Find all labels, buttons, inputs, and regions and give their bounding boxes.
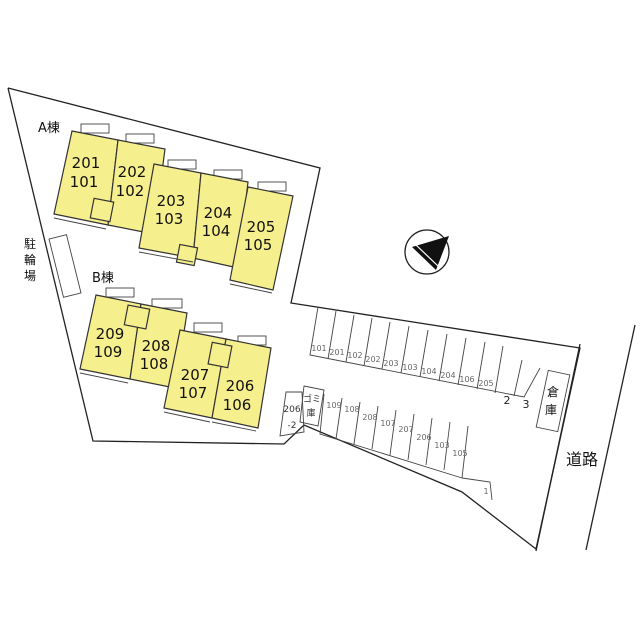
svg-text:209: 209: [96, 325, 125, 343]
svg-text:202: 202: [118, 163, 147, 181]
svg-text:201: 201: [72, 154, 101, 172]
svg-text:ゴミ: ゴミ: [303, 393, 321, 405]
building-a-label: A棟: [38, 121, 60, 136]
bicycle-parking-label-3: 場: [24, 269, 36, 283]
svg-text:102: 102: [347, 351, 362, 360]
svg-text:108: 108: [344, 405, 359, 414]
svg-text:104: 104: [202, 222, 231, 240]
svg-text:107: 107: [179, 384, 208, 402]
svg-text:206: 206: [416, 433, 431, 442]
svg-text:103: 103: [434, 441, 449, 450]
svg-text:107: 107: [380, 419, 395, 428]
svg-text:105: 105: [452, 449, 467, 458]
road-label: 道路: [566, 450, 598, 469]
svg-text:109: 109: [94, 343, 123, 361]
svg-text:104: 104: [421, 367, 436, 376]
svg-text:103: 103: [155, 210, 184, 228]
svg-text:103: 103: [402, 363, 417, 372]
parking-lower: 109 108 208 107 207 206 103 105: [319, 393, 469, 479]
bicycle-parking-label-2: 輪: [24, 252, 36, 267]
svg-text:203: 203: [157, 192, 186, 210]
parking-slot-1: 1: [461, 477, 493, 501]
svg-text:208: 208: [362, 413, 377, 422]
svg-text:庫: 庫: [306, 407, 315, 419]
unit-203-103: 203 103: [138, 163, 202, 259]
svg-text:205: 205: [478, 379, 493, 388]
svg-text:202: 202: [365, 355, 380, 364]
svg-text:101: 101: [311, 344, 326, 353]
unit-206-2: 206 -2: [279, 391, 305, 437]
storage-shed: 倉 庫: [535, 369, 571, 433]
north-arrow-icon: [404, 229, 450, 275]
road-edge-right: [585, 324, 636, 551]
svg-text:105: 105: [244, 236, 273, 254]
parking-upper: 101 201 102 202 203 103 104 204 106 205 …: [309, 306, 541, 411]
svg-text:106: 106: [459, 375, 474, 384]
svg-text:108: 108: [140, 355, 169, 373]
svg-text:206: 206: [283, 405, 300, 415]
road-edge-left: [535, 343, 581, 552]
bicycle-parking: [48, 234, 82, 298]
svg-text:203: 203: [383, 359, 398, 368]
svg-text:205: 205: [247, 218, 276, 236]
svg-text:207: 207: [181, 366, 210, 384]
building-a: 201 101 202 102 203 103 204 104 205 105: [53, 123, 294, 294]
svg-text:204: 204: [204, 204, 233, 222]
bicycle-parking-label-1: 駐: [24, 236, 36, 251]
svg-text:101: 101: [70, 173, 99, 191]
svg-text:3: 3: [523, 398, 530, 411]
svg-text:206: 206: [226, 377, 255, 395]
svg-text:207: 207: [398, 425, 413, 434]
svg-text:庫: 庫: [545, 403, 557, 417]
svg-text:208: 208: [142, 337, 171, 355]
svg-text:1: 1: [483, 487, 488, 496]
svg-text:-2: -2: [288, 421, 297, 431]
unit-207-107: 207 107: [163, 329, 227, 419]
unit-205-105: 205 105: [229, 186, 294, 291]
property-boundary: [7, 87, 581, 551]
svg-text:109: 109: [326, 401, 341, 410]
svg-text:倉: 倉: [547, 384, 559, 399]
building-b: 209 109 208 108 207 107 206 106: [79, 287, 272, 432]
building-b-label: B棟: [92, 271, 114, 286]
svg-text:106: 106: [223, 396, 252, 414]
svg-text:204: 204: [440, 371, 455, 380]
svg-text:102: 102: [116, 182, 145, 200]
garbage-storage: ゴミ 庫: [299, 385, 325, 427]
svg-text:2: 2: [504, 394, 511, 407]
svg-text:201: 201: [329, 348, 344, 357]
